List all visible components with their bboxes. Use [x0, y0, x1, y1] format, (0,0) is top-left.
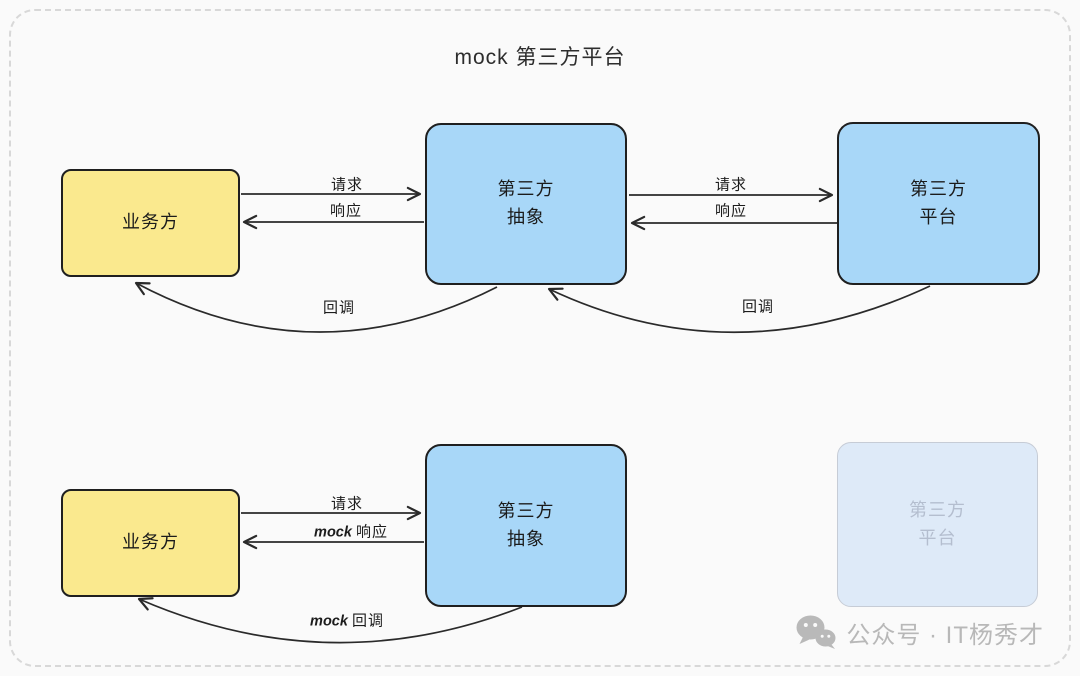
box-bottom-abstract-line1: 第三方: [497, 500, 555, 521]
label-bottom-request: 请求: [330, 495, 364, 513]
box-top-business: 业务方: [61, 169, 240, 277]
box-top-abstract-line2: 抽象: [507, 207, 545, 227]
wechat-icon: [796, 615, 836, 649]
label-top-left-callback: 回调: [322, 299, 356, 317]
label-top-left-response: 响应: [329, 202, 363, 220]
label-top-right-request: 请求: [714, 176, 748, 194]
box-top-platform: 第三方 平台: [837, 122, 1040, 285]
diagram-title: mock 第三方平台: [454, 46, 626, 69]
box-bottom-business-label: 业务方: [122, 532, 179, 553]
watermark: 公众号 · IT杨秀才: [795, 612, 1044, 652]
label-top-left-request: 请求: [330, 176, 364, 194]
watermark-text: 公众号 · IT杨秀才: [846, 621, 1044, 649]
box-bottom-platform-line1: 第三方: [909, 499, 966, 520]
label-bottom-mock-response-text: 响应: [355, 523, 388, 541]
arrow-bottom-mock-callback: [137, 597, 523, 644]
box-top-abstract: 第三方 抽象: [425, 123, 627, 285]
box-top-platform-line2: 平台: [919, 206, 958, 227]
box-top-abstract-line1: 第三方: [497, 179, 555, 200]
box-bottom-abstract-line2: 抽象: [507, 528, 545, 549]
box-bottom-platform-line2: 平台: [918, 527, 957, 548]
label-bottom-mock-callback-text: 回调: [351, 612, 384, 630]
box-top-business-label: 业务方: [122, 212, 179, 233]
box-bottom-platform-faded: 第三方 平台: [837, 442, 1038, 607]
arrow-top-right-callback: [547, 285, 931, 334]
label-top-right-callback: 回调: [741, 298, 775, 316]
arrow-top-left-callback: [134, 281, 498, 333]
label-top-right-response: 响应: [714, 202, 748, 220]
box-bottom-business: 业务方: [61, 489, 240, 597]
label-bottom-mock-callback-prefix: mock: [310, 613, 348, 630]
label-bottom-mock-response-prefix: mock: [314, 524, 352, 541]
box-top-platform-line1: 第三方: [910, 178, 967, 199]
box-bottom-abstract: 第三方 抽象: [425, 444, 627, 607]
